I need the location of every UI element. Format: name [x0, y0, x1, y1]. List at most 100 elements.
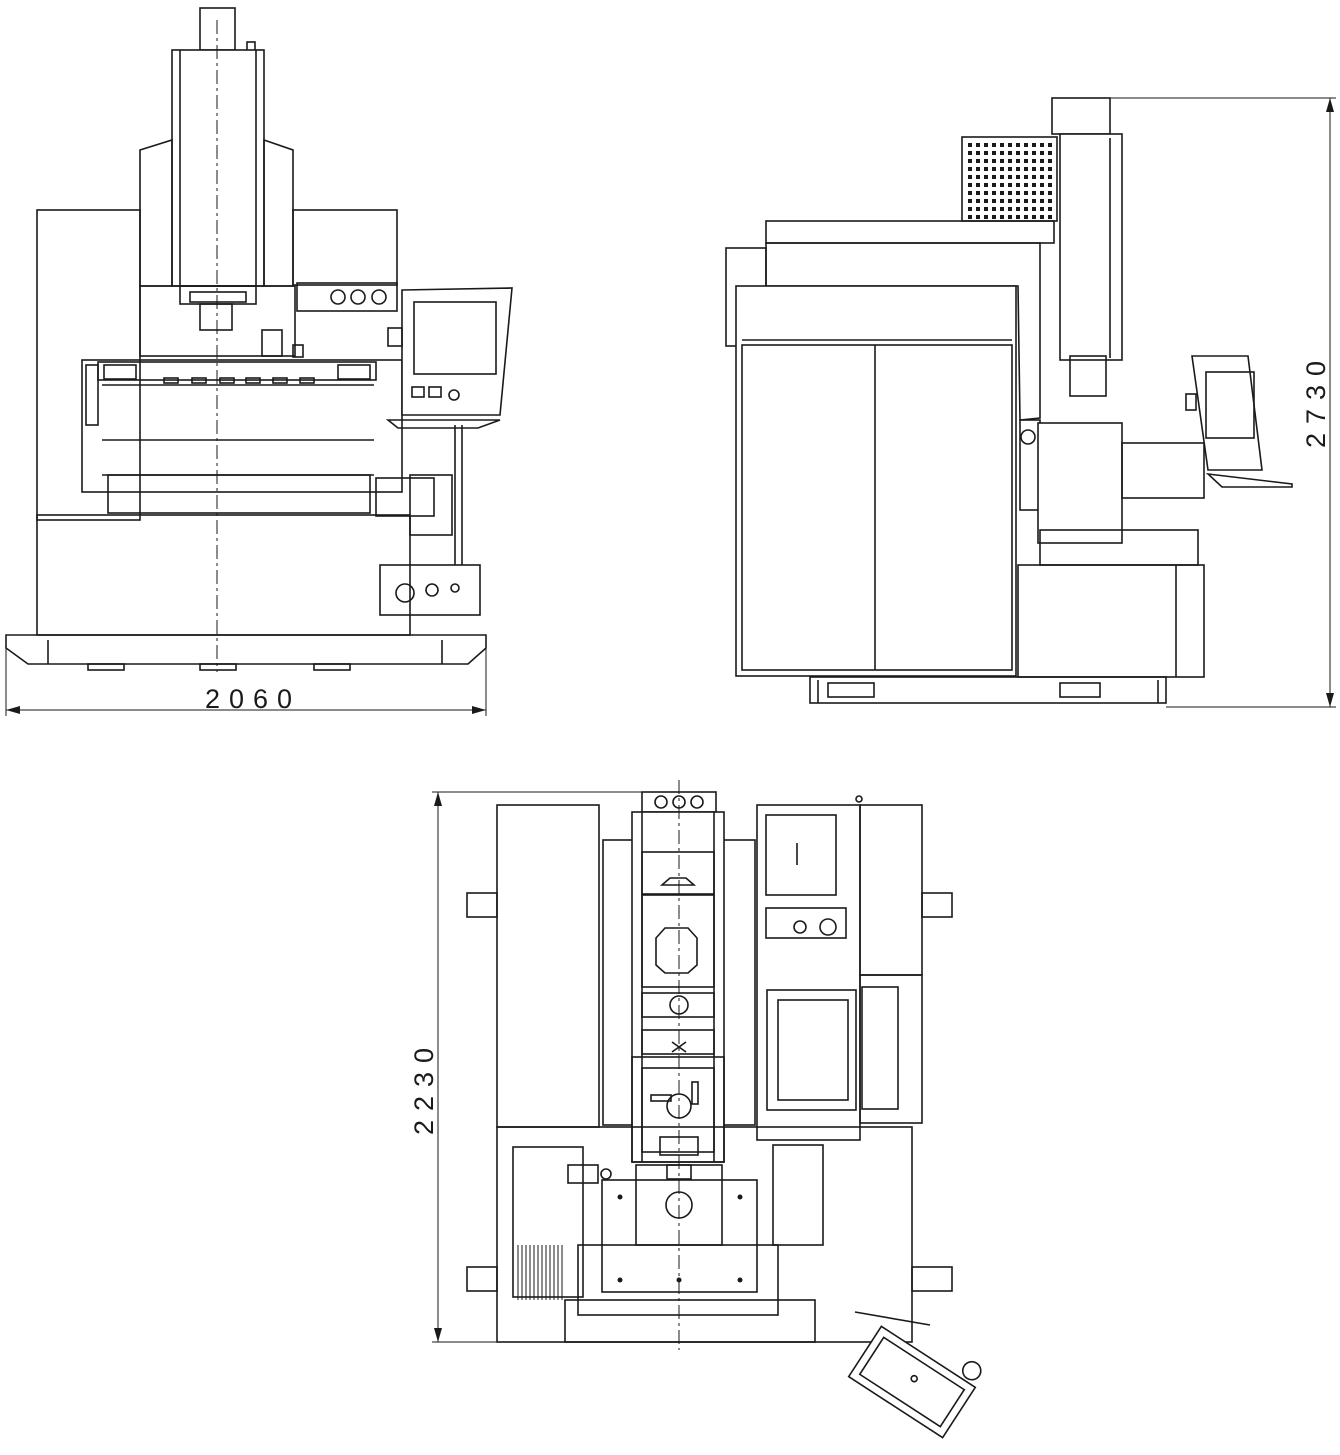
- grille-hole: [1016, 207, 1020, 211]
- grille-hole: [1048, 159, 1052, 163]
- grille-hole: [1016, 183, 1020, 187]
- grille-hole: [1040, 167, 1044, 171]
- grille-hole: [1008, 183, 1012, 187]
- grille-hole: [1016, 215, 1020, 219]
- grille-hole: [992, 159, 996, 163]
- grille-hole: [1032, 207, 1036, 211]
- grille-hole: [992, 175, 996, 179]
- grille-hole: [1048, 191, 1052, 195]
- grille-hole: [968, 199, 972, 203]
- grille-hole: [1000, 151, 1004, 155]
- grille-hole: [1000, 143, 1004, 147]
- grille-hole: [1040, 175, 1044, 179]
- grille-hole: [984, 167, 988, 171]
- grille-hole: [1040, 191, 1044, 195]
- grille-hole: [976, 199, 980, 203]
- grille-hole: [1032, 199, 1036, 203]
- grille-hole: [1032, 215, 1036, 219]
- grille-hole: [1000, 215, 1004, 219]
- grille-hole: [1008, 151, 1012, 155]
- grille-hole: [1024, 199, 1028, 203]
- grille-hole: [1040, 151, 1044, 155]
- grille-hole: [992, 143, 996, 147]
- grille-hole: [1040, 159, 1044, 163]
- grille-hole: [1008, 175, 1012, 179]
- grille-hole: [976, 207, 980, 211]
- height-dimension-label: 2730: [1301, 352, 1331, 448]
- grille-hole: [1032, 183, 1036, 187]
- grille-hole: [1024, 143, 1028, 147]
- grille-hole: [968, 167, 972, 171]
- grille-hole: [1016, 151, 1020, 155]
- grille-hole: [984, 191, 988, 195]
- grille-hole: [992, 207, 996, 211]
- grille-hole: [968, 143, 972, 147]
- height-dimension: 2730: [1110, 97, 1336, 708]
- grille-hole: [1000, 183, 1004, 187]
- grille-hole: [1016, 143, 1020, 147]
- grille-hole: [968, 215, 972, 219]
- grille-hole: [976, 191, 980, 195]
- grille-hole: [984, 143, 988, 147]
- grille-hole: [992, 167, 996, 171]
- grille-hole: [968, 151, 972, 155]
- grille-hole: [976, 151, 980, 155]
- grille-hole: [1048, 215, 1052, 219]
- grille-hole: [968, 175, 972, 179]
- grille-hole: [1040, 199, 1044, 203]
- grille-hole: [984, 175, 988, 179]
- grille-dots: [968, 143, 1052, 219]
- grille-hole: [1032, 159, 1036, 163]
- grille-hole: [1024, 183, 1028, 187]
- grille-hole: [1048, 183, 1052, 187]
- remote-pendant: [847, 1325, 982, 1439]
- grille-hole: [984, 207, 988, 211]
- grille-hole: [968, 183, 972, 187]
- grille-hole: [1024, 159, 1028, 163]
- grille-hole: [1024, 215, 1028, 219]
- grille-hole: [992, 151, 996, 155]
- grille-hole: [992, 191, 996, 195]
- grille-hole: [1024, 167, 1028, 171]
- grille-hole: [976, 159, 980, 163]
- grille-hole: [1000, 175, 1004, 179]
- top-view: [466, 780, 982, 1439]
- depth-dimension: 2230: [409, 791, 642, 1343]
- radiator-fins: [517, 1245, 563, 1300]
- grille-hole: [984, 183, 988, 187]
- grille-hole: [1016, 191, 1020, 195]
- grille-hole: [992, 199, 996, 203]
- grille-hole: [1040, 215, 1044, 219]
- grille-hole: [1024, 175, 1028, 179]
- grille-hole: [984, 215, 988, 219]
- grille-hole: [1032, 143, 1036, 147]
- grille-hole: [1000, 159, 1004, 163]
- grille-hole: [976, 215, 980, 219]
- grille-hole: [1048, 143, 1052, 147]
- grille-hole: [976, 183, 980, 187]
- grille-hole: [1000, 167, 1004, 171]
- grille-hole: [1024, 191, 1028, 195]
- grille-hole: [1008, 191, 1012, 195]
- grille-hole: [1008, 207, 1012, 211]
- grille-hole: [1048, 167, 1052, 171]
- grille-hole: [968, 191, 972, 195]
- grille-hole: [976, 143, 980, 147]
- grille-hole: [984, 199, 988, 203]
- side-view: [725, 97, 1293, 704]
- grille-hole: [1008, 159, 1012, 163]
- grille-hole: [1048, 151, 1052, 155]
- grille-hole: [976, 175, 980, 179]
- grille-hole: [1024, 151, 1028, 155]
- grille-hole: [1000, 191, 1004, 195]
- tank-slots: [163, 377, 315, 384]
- grille-hole: [1000, 199, 1004, 203]
- grille-hole: [1008, 167, 1012, 171]
- grille-hole: [992, 183, 996, 187]
- grille-hole: [976, 167, 980, 171]
- grille-hole: [992, 215, 996, 219]
- grille-hole: [1048, 175, 1052, 179]
- grille-hole: [1016, 159, 1020, 163]
- front-view: [5, 7, 513, 672]
